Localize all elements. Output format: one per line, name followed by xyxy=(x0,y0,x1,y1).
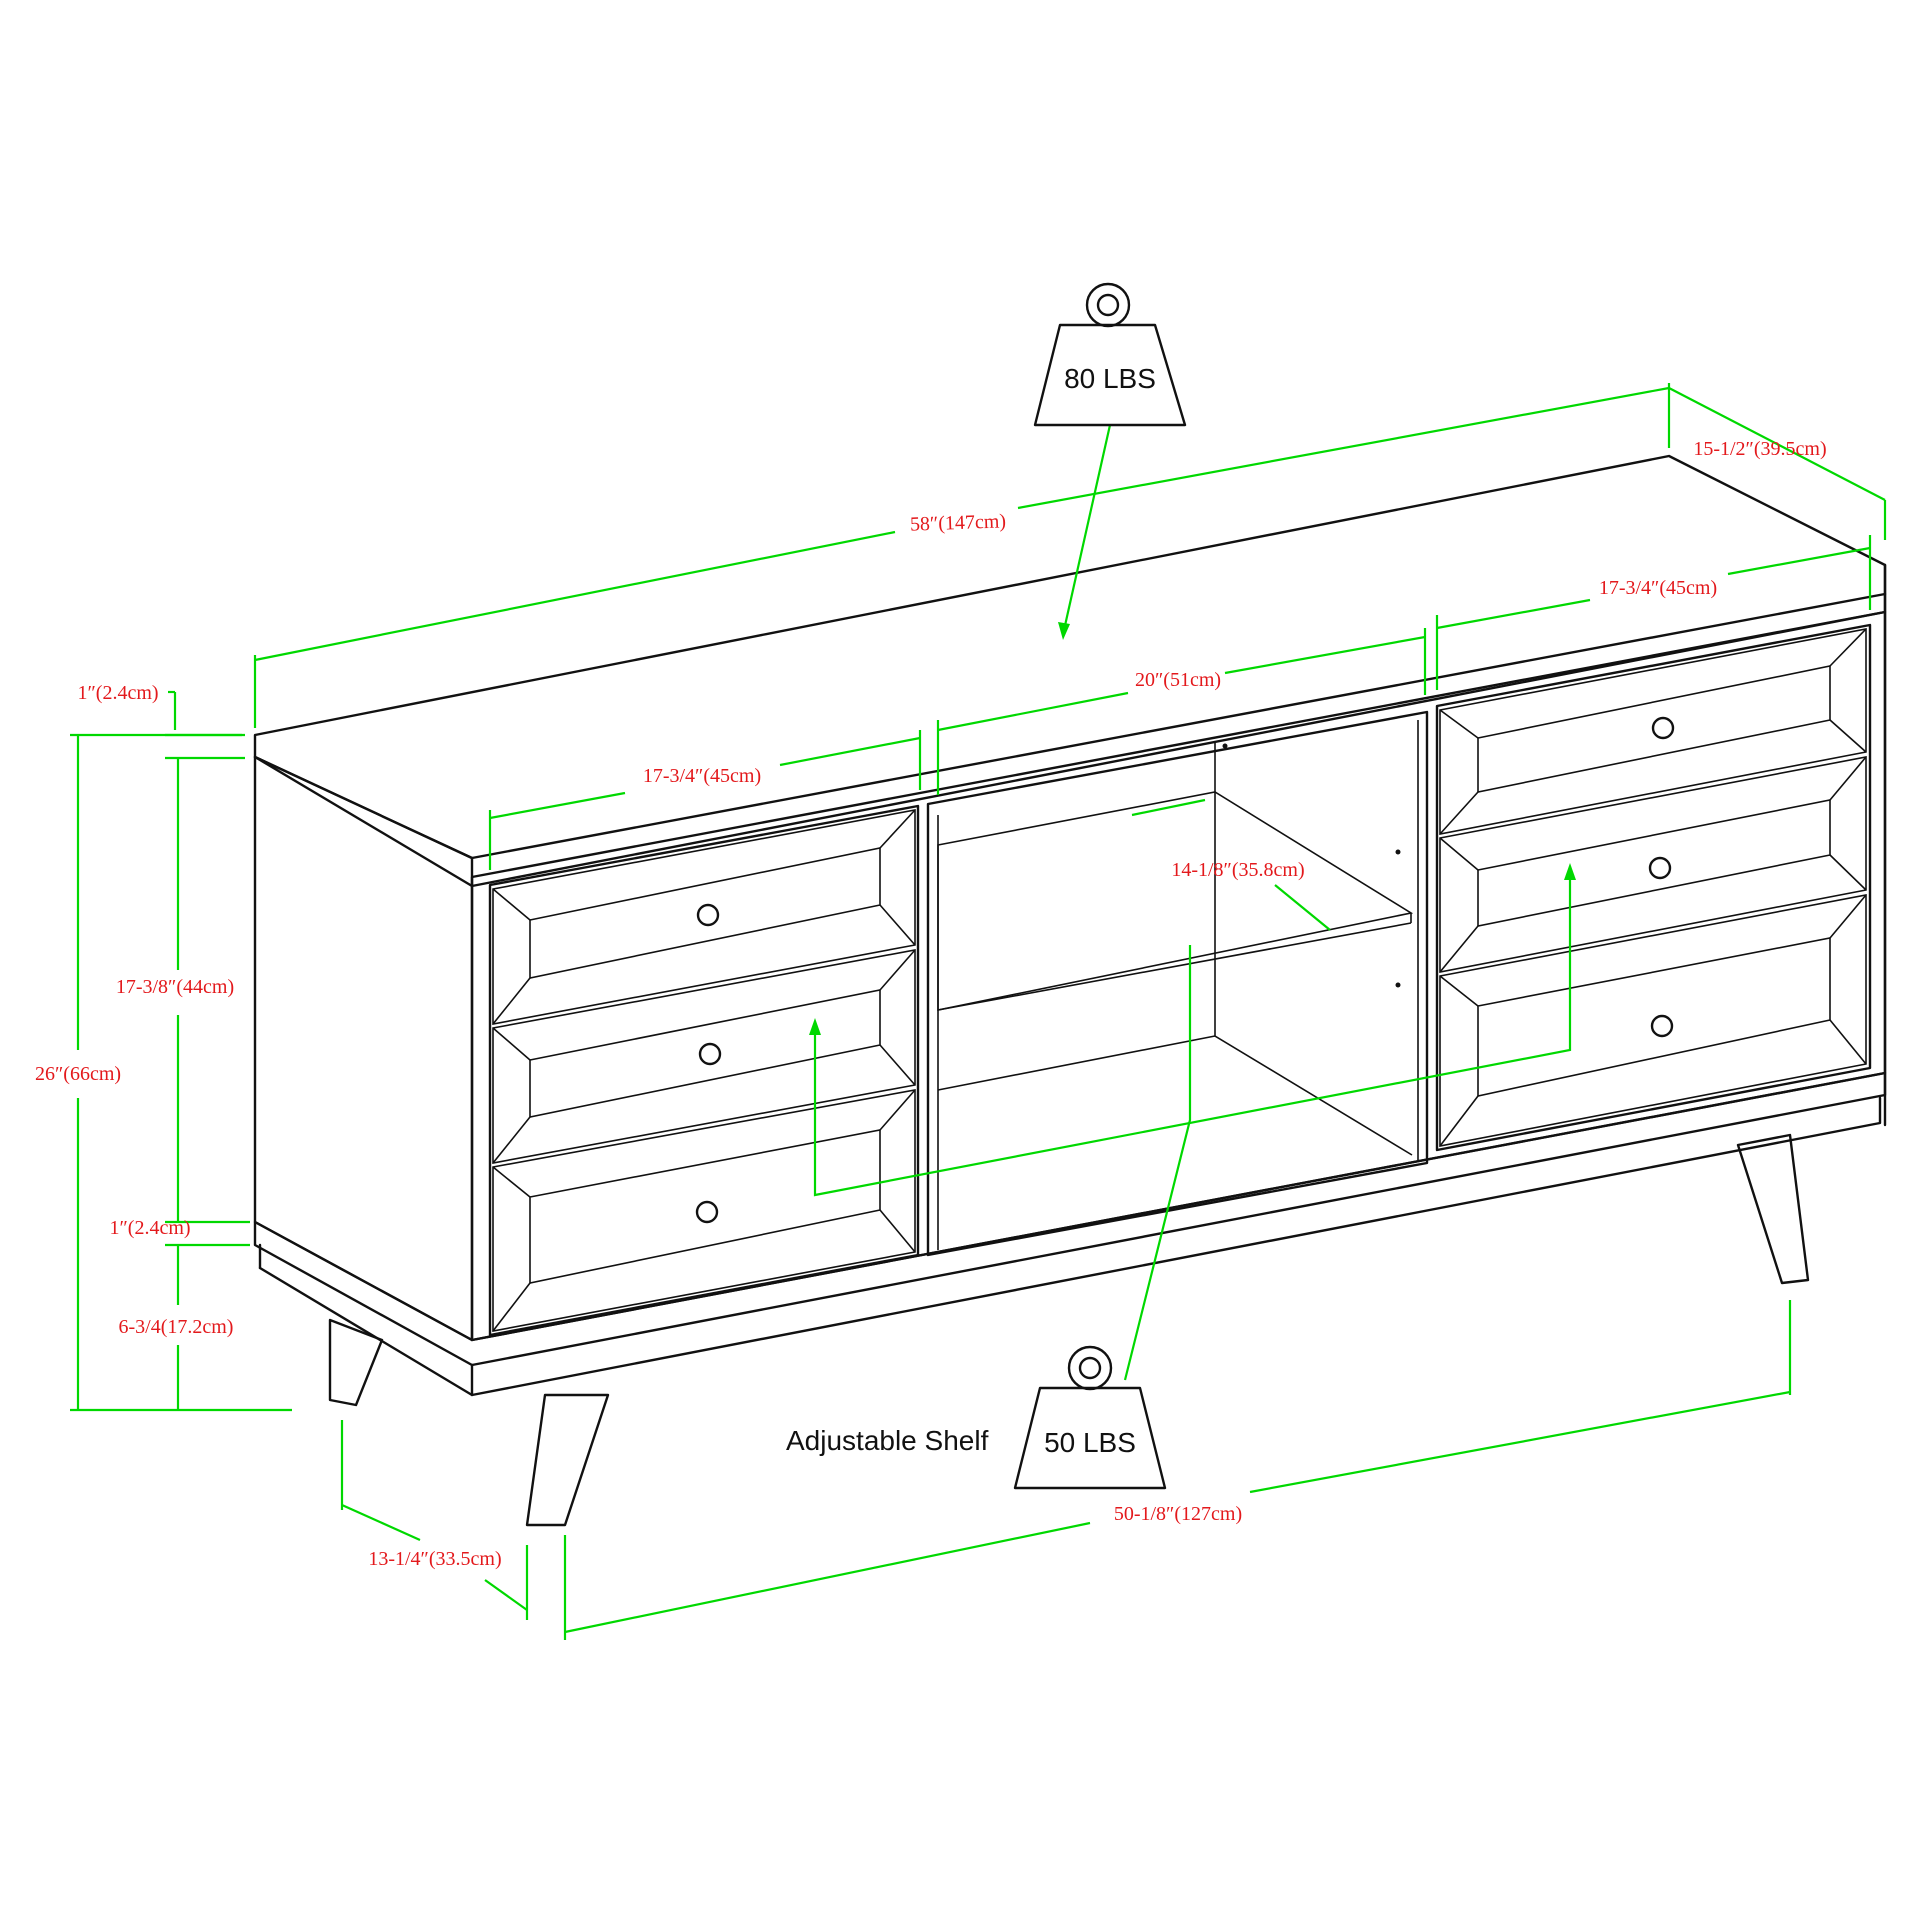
base-rail-bottom xyxy=(258,1096,1882,1397)
top-slab xyxy=(253,454,1887,888)
left-side-panel xyxy=(253,755,474,1342)
left-drawer-width-label: 17-3/4″(45cm) xyxy=(643,765,761,787)
center-cubby xyxy=(926,710,1429,1257)
left-drawer-width-line-b xyxy=(779,736,921,767)
right-drawer-stack xyxy=(1435,623,1872,1152)
dimension-lines xyxy=(70,383,1887,1640)
base-rail xyxy=(253,1071,1887,1367)
weight-shelf-label: 50 LBS xyxy=(1044,1427,1136,1458)
center-width-label: 20″(51cm) xyxy=(1135,669,1221,691)
left-drawer-3-knob xyxy=(695,1200,719,1224)
adjustable-shelf xyxy=(937,791,1414,1011)
right-drawer-3-knob xyxy=(1650,1014,1674,1038)
cubby-back-panel xyxy=(1214,742,1413,1156)
shelf-load-pointer xyxy=(1123,945,1192,1381)
shelf-depth-label: 14-1/8″(35.8cm) xyxy=(1171,859,1304,881)
leg-width-line-b xyxy=(1249,1390,1791,1494)
overall-height-label: 26″(66cm) xyxy=(35,1063,121,1085)
top-load-pointer xyxy=(1062,424,1112,631)
weight-top-label: 80 LBS xyxy=(1064,363,1156,394)
depth-line xyxy=(1668,387,1886,501)
leg-depth-span-label: 13-1/4″(33.5cm) xyxy=(368,1548,501,1570)
overall-width-label: 58″(147cm) xyxy=(910,510,1007,535)
left-drawer-2 xyxy=(492,949,916,1164)
center-width-line-a xyxy=(937,691,1129,732)
shelf-depth-line-b xyxy=(1274,884,1331,931)
right-drawer-1-knob xyxy=(1651,716,1675,740)
left-drawer-width-line-a xyxy=(489,791,626,820)
weight-shelf-ring-inner xyxy=(1078,1356,1102,1380)
left-drawer-1-knob xyxy=(696,903,720,927)
left-drawer-frame xyxy=(488,804,920,1337)
adjustable-shelf-caption: Adjustable Shelf xyxy=(786,1425,989,1456)
front-face xyxy=(470,610,1887,1342)
leg-back-left xyxy=(328,1318,384,1407)
weight-shelf-ring-outer xyxy=(1067,1345,1113,1391)
dimension-labels: 58″(147cm) 15-1/2″(39.5cm) 17-3/4″(45cm)… xyxy=(35,438,1827,1570)
leg-height-label: 6-3/4(17.2cm) xyxy=(119,1316,234,1338)
weight-top-ring-outer xyxy=(1085,282,1131,328)
cubby-opening xyxy=(926,710,1429,1257)
legs xyxy=(328,1133,1810,1527)
left-drawer-2-knob xyxy=(698,1042,722,1066)
adjustable-shelf-edge xyxy=(937,922,1412,1011)
right-drawer-width-line-a xyxy=(1436,598,1591,630)
leg-depth-line-b xyxy=(484,1579,528,1611)
top-thickness-label: 1″(2.4cm) xyxy=(77,682,158,704)
bottom-shelf-line xyxy=(937,1035,1216,1091)
overall-width-line-b xyxy=(1017,386,1670,510)
drawer-load-line xyxy=(813,870,1572,1197)
right-drawer-frame xyxy=(1435,623,1872,1152)
weight-top-body xyxy=(1033,323,1187,427)
overall-width-line-a xyxy=(254,530,896,662)
weight-shelf-body xyxy=(1013,1386,1167,1490)
left-drawer-3-face xyxy=(529,1129,881,1284)
depth-label: 15-1/2″(39.5cm) xyxy=(1693,438,1826,460)
weight-icon-shelf: 50 LBS xyxy=(1013,1345,1167,1490)
leg-width-span-label: 50-1/8″(127cm) xyxy=(1114,1503,1242,1525)
weight-icon-top: 80 LBS xyxy=(1033,282,1187,427)
right-drawer-width-line-b xyxy=(1727,546,1871,576)
leg-front-left xyxy=(525,1393,610,1527)
left-drawer-2-face xyxy=(529,989,881,1118)
weight-top-ring-inner xyxy=(1096,293,1120,317)
leg-width-line-a xyxy=(564,1521,1091,1634)
leg-front-right xyxy=(1736,1133,1810,1285)
top-slab-front-edge-2 xyxy=(470,592,1887,860)
right-drawer-3-face xyxy=(1477,937,1831,1097)
cabinet-height-label: 17-3/8″(44cm) xyxy=(116,976,234,998)
right-drawer-2-knob xyxy=(1648,856,1672,880)
bottom-thickness-label: 1″(2.4cm) xyxy=(109,1217,190,1239)
shelf-depth-line-a xyxy=(1131,798,1206,817)
leg-depth-line-a xyxy=(341,1503,421,1542)
right-drawer-width-label: 17-3/4″(45cm) xyxy=(1599,577,1717,599)
left-drawer-stack xyxy=(488,804,920,1337)
center-width-line-b xyxy=(1224,635,1426,675)
tv-stand-outline xyxy=(253,454,1887,1527)
